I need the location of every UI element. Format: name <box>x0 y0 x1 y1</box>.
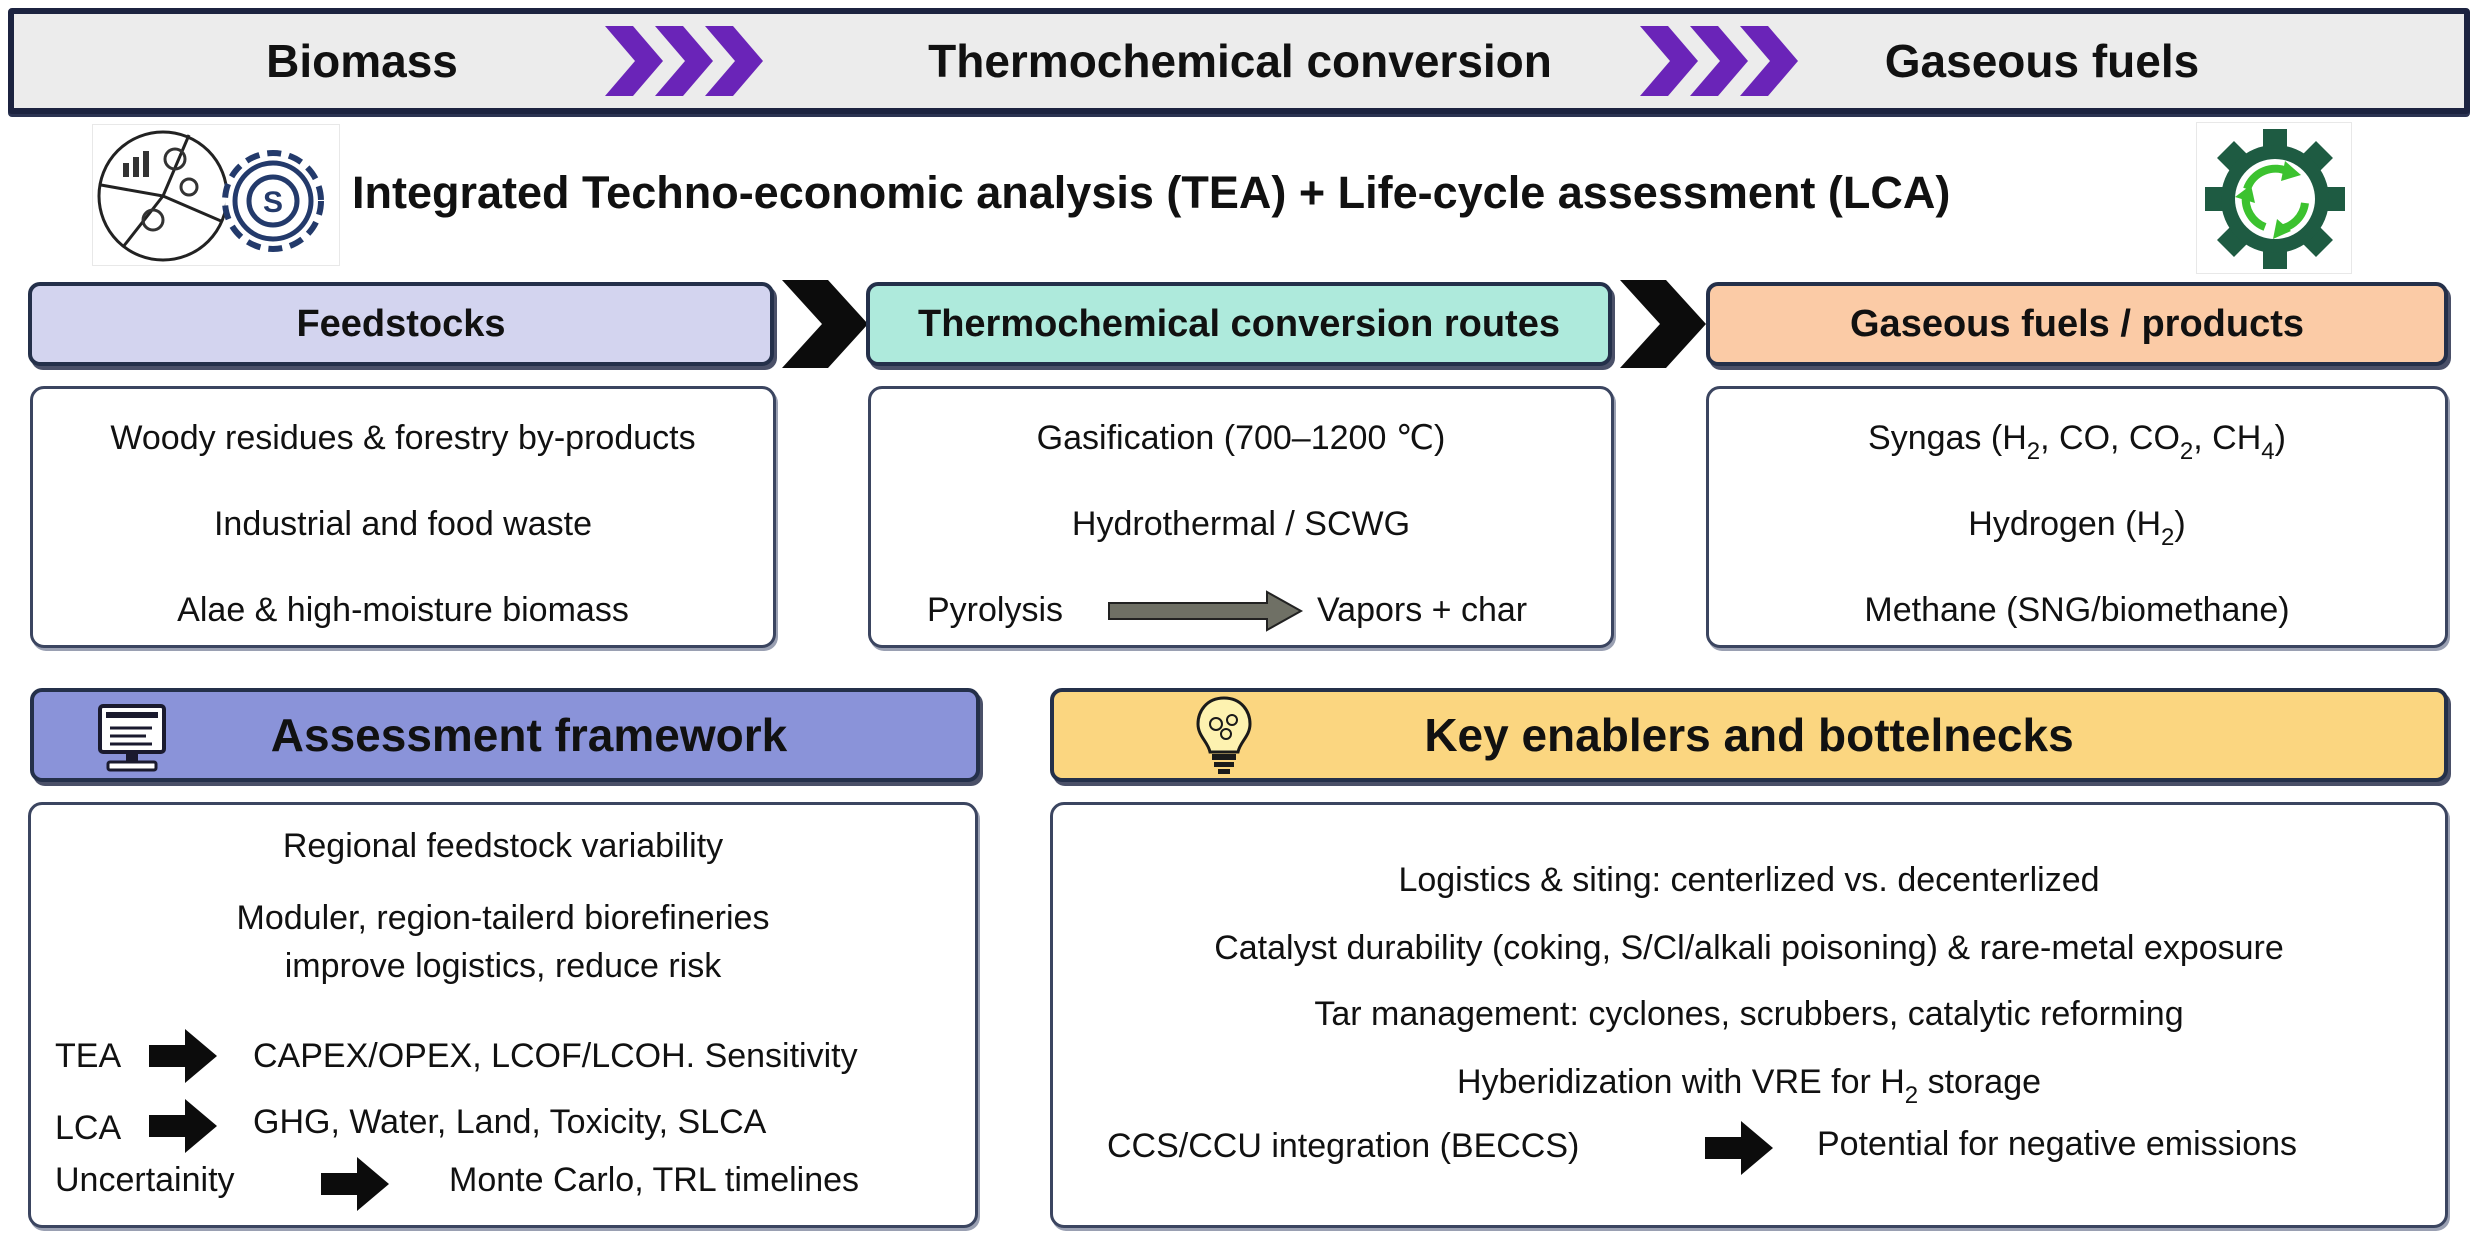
routes-header: Thermochemical conversion routes <box>866 282 1612 366</box>
chevron-right-icon <box>782 280 868 368</box>
uncertainty-label: Uncertainity <box>55 1161 235 1199</box>
products-header-label: Gaseous fuels / products <box>1850 302 2304 345</box>
enabler-line: Tar management: cyclones, scrubbers, cat… <box>1314 995 2184 1033</box>
products-header: Gaseous fuels / products <box>1706 282 2448 366</box>
enablers-header-label: Key enablers and bottelnecks <box>1424 709 2074 761</box>
lca-value: GHG, Water, Land, Toxicity, SLCA <box>253 1103 767 1141</box>
chevrons-icon <box>1640 26 1798 96</box>
arrow-right-icon <box>321 1157 389 1211</box>
assessment-line: improve logistics, reduce risk <box>284 947 722 985</box>
enabler-line: Catalyst durability (coking, S/Cl/alkali… <box>1214 929 2284 967</box>
process-banner <box>8 8 2470 114</box>
assessment-line: Regional feedstock variability <box>282 827 724 865</box>
route-item: Gasification (700–1200 ℃) <box>1036 419 1446 457</box>
uncertainty-value: Monte Carlo, TRL timelines <box>449 1161 860 1199</box>
feedstock-item: Woody residues & forestry by-products <box>110 419 696 457</box>
main-title: Integrated Techno-economic analysis (TEA… <box>352 167 1951 218</box>
products-box: Syngas (H2, CO, CO2, CH4) Hydrogen (H2) … <box>1706 386 2448 648</box>
computer-code-icon <box>98 704 166 772</box>
arrow-right-icon <box>1705 1121 1773 1175</box>
route-item: Hydrothermal / SCWG <box>1071 505 1411 543</box>
product-hydrogen: Hydrogen (H2) <box>1968 505 2186 551</box>
recycle-gear-icon <box>2196 122 2352 274</box>
product-syngas: Syngas (H2, CO, CO2, CH4) <box>1868 419 2286 465</box>
assessment-header-label: Assessment framework <box>270 709 788 761</box>
banner-gaseous-fuels: Gaseous fuels <box>1884 35 2200 87</box>
feedstocks-box: Woody residues & forestry by-products In… <box>30 386 776 648</box>
enabler-line-h2: Hyberidization with VRE for H2 storage <box>1456 1063 2042 1109</box>
tea-chart-gear-icon: S <box>92 124 340 266</box>
tea-value: CAPEX/OPEX, LCOF/LCOH. Sensitivity <box>253 1037 858 1075</box>
arrow-right-icon <box>149 1099 217 1153</box>
feedstocks-header-label: Feedstocks <box>296 302 506 345</box>
tea-label: TEA <box>55 1037 122 1075</box>
routes-box: Gasification (700–1200 ℃) Hydrothermal /… <box>868 386 1614 648</box>
arrow-right-icon <box>149 1029 217 1083</box>
assessment-box: Regional feedstock variability Moduler, … <box>28 802 978 1228</box>
lightbulb-icon <box>1196 696 1252 774</box>
pyrolysis-label: Pyrolysis <box>927 591 1064 629</box>
banner-biomass: Biomass <box>266 35 458 87</box>
assessment-line: Moduler, region-tailerd biorefineries <box>236 899 770 937</box>
enablers-box: Logistics & siting: centerlized vs. dece… <box>1050 802 2448 1228</box>
lca-label: LCA <box>55 1109 122 1147</box>
chevron-right-icon <box>1620 280 1706 368</box>
ccs-outcome: Potential for negative emissions <box>1817 1125 2298 1163</box>
feedstocks-header: Feedstocks <box>28 282 774 366</box>
arrow-right-icon <box>1108 590 1304 632</box>
svg-text:S: S <box>263 186 283 219</box>
enablers-header: Key enablers and bottelnecks <box>1050 688 2448 782</box>
chevrons-icon <box>605 26 763 96</box>
assessment-header: Assessment framework <box>30 688 980 782</box>
product-methane: Methane (SNG/biomethane) <box>1864 591 2290 629</box>
enabler-line: Logistics & siting: centerlized vs. dece… <box>1398 861 2100 899</box>
feedstock-item: Alae & high-moisture biomass <box>177 591 629 629</box>
banner-thermochemical: Thermochemical conversion <box>928 35 1552 87</box>
pyrolysis-products: Vapors + char <box>1317 591 1528 629</box>
ccs-label: CCS/CCU integration (BECCS) <box>1107 1127 1580 1165</box>
routes-header-label: Thermochemical conversion routes <box>918 302 1560 345</box>
feedstock-item: Industrial and food waste <box>213 505 593 543</box>
